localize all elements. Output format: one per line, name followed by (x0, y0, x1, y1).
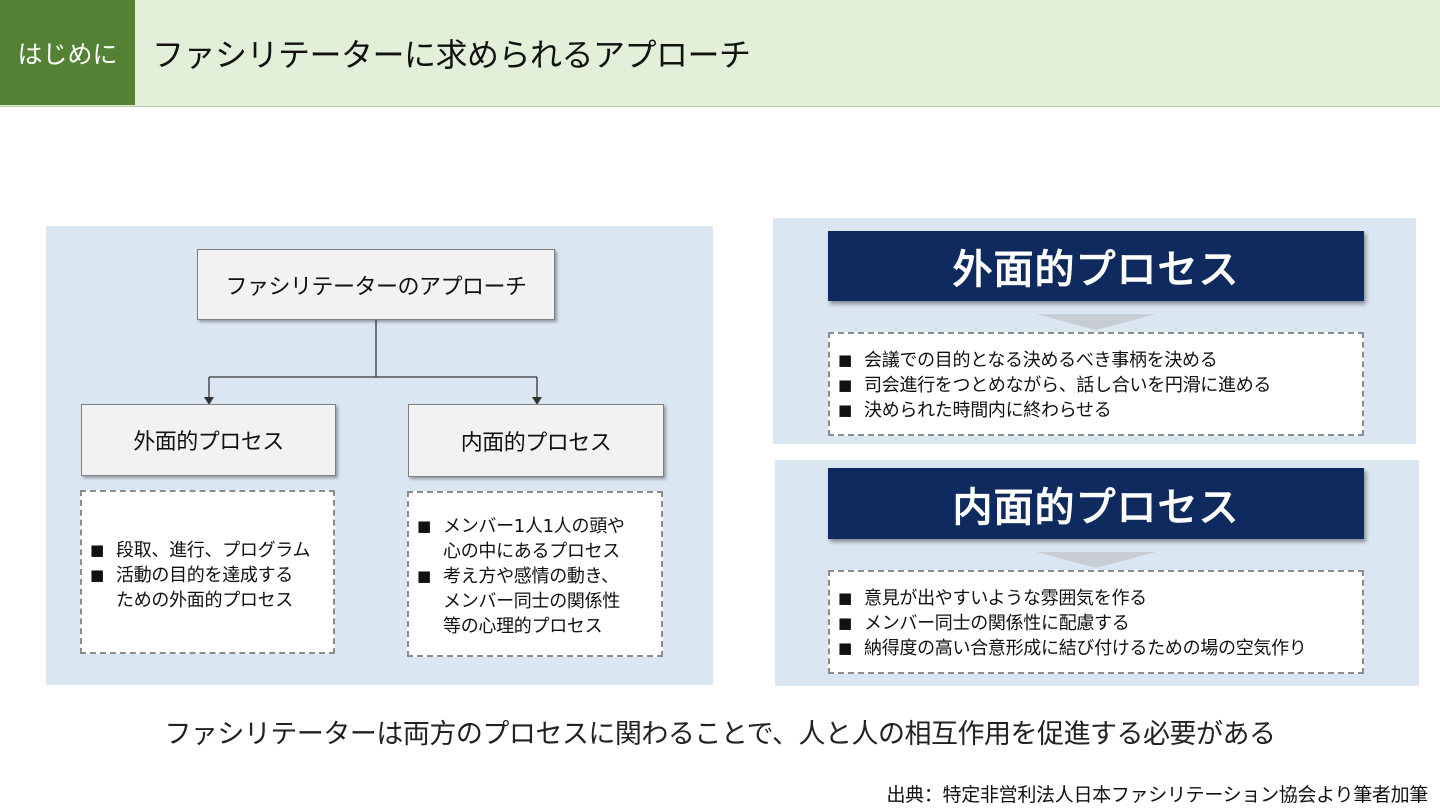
list-item-continuation: メンバー同士の関係性 (443, 591, 620, 612)
outer-process-node: 外面的プロセス (81, 404, 336, 476)
page-title: ファシリテーターに求められるアプローチ (152, 35, 751, 74)
down-chevron-icon (1036, 314, 1156, 330)
outer-process-title: 外面的プロセス (828, 231, 1364, 301)
header-bar: はじめに ファシリテーターに求められるアプローチ (0, 0, 1440, 107)
list-item: 意見が出やすいような雰囲気を作る (830, 586, 1362, 611)
outer-process-details: 段取、進行、プログラム 活動の目的を達成する ための外面的プロセス (80, 490, 335, 654)
list-item: 納得度の高い合意形成に結び付けるための場の空気作り (830, 636, 1362, 661)
root-node: ファシリテーターのアプローチ (197, 249, 555, 320)
section-tag: はじめに (0, 0, 135, 105)
inner-process-title: 内面的プロセス (828, 468, 1364, 539)
list-item: 決められた時間内に終わらせる (830, 398, 1362, 423)
down-chevron-icon (1036, 552, 1156, 568)
inner-process-details: メンバー1人1人の頭や 心の中にあるプロセス 考え方や感情の動き、 メンバー同士… (407, 491, 663, 657)
list-item: 会議での目的となる決めるべき事柄を決める (830, 348, 1362, 373)
outer-process-title-text: 外面的プロセス (952, 247, 1240, 293)
list-item-continuation: ための外面的プロセス (116, 590, 293, 611)
list-item: 段取、進行、プログラム (82, 538, 333, 563)
outer-process-node-label: 外面的プロセス (133, 430, 284, 455)
list-item: メンバー同士の関係性に配慮する (830, 611, 1362, 636)
summary-text: ファシリテーターは両方のプロセスに関わることで、人と人の相互作用を促進する必要が… (164, 719, 1276, 750)
inner-process-title-text: 内面的プロセス (952, 484, 1240, 531)
list-item: 活動の目的を達成する (82, 563, 333, 588)
inner-process-description: 意見が出やすいような雰囲気を作る メンバー同士の関係性に配慮する 納得度の高い合… (828, 570, 1364, 674)
inner-process-node: 内面的プロセス (408, 404, 664, 477)
source-citation: 出典：特定非営利法人日本ファシリテーション協会より筆者加筆 (886, 784, 1428, 806)
list-item: 考え方や感情の動き、 (409, 564, 661, 589)
list-item: メンバー1人1人の頭や (409, 514, 661, 539)
inner-process-node-label: 内面的プロセス (460, 430, 612, 456)
list-item-continuation: 等の心理的プロセス (443, 616, 603, 637)
list-item: 司会進行をつとめながら、話し合いを円滑に進める (830, 373, 1362, 398)
list-item-continuation: 心の中にあるプロセス (443, 541, 620, 562)
root-node-label: ファシリテーターのアプローチ (225, 274, 527, 300)
outer-process-description: 会議での目的となる決めるべき事柄を決める 司会進行をつとめながら、話し合いを円滑… (828, 332, 1364, 436)
